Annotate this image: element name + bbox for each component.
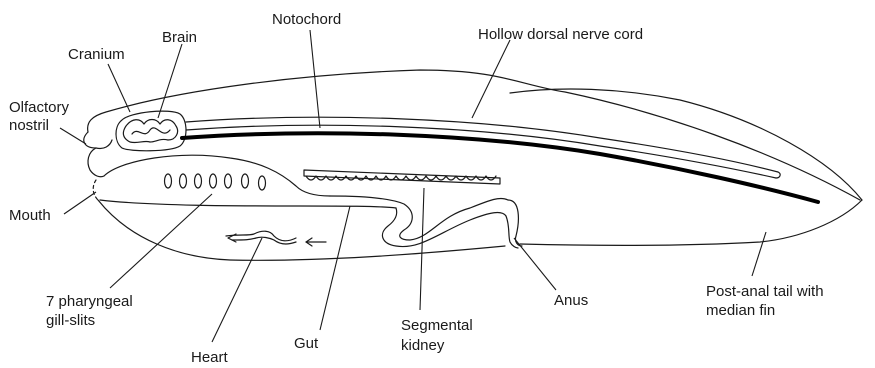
- pharynx-dorsal: [104, 155, 330, 196]
- gill-slit: [180, 174, 187, 188]
- label-gill-slits-line2: gill-slits: [46, 312, 95, 329]
- cranium-outline: [116, 111, 186, 151]
- label-tail-line2: median fin: [706, 302, 775, 319]
- ventral-outline: [98, 200, 505, 260]
- brain-wave: [132, 128, 170, 134]
- gill-slits: [165, 174, 266, 190]
- label-mouth: Mouth: [9, 207, 51, 224]
- leader-anus: [514, 238, 556, 290]
- leader-brain: [158, 44, 182, 118]
- heart: [226, 231, 326, 246]
- leader-tail: [752, 232, 766, 276]
- kidney-top: [304, 170, 500, 184]
- gill-slit: [210, 174, 217, 188]
- nostril-notch: [96, 140, 112, 149]
- mouth-opening: [93, 180, 98, 200]
- label-cranium: Cranium: [68, 46, 125, 63]
- labels: Notochord Hollow dorsal nerve cord Brain…: [9, 11, 824, 366]
- leader-nerve-cord: [472, 40, 510, 118]
- leader-kidney: [420, 188, 424, 310]
- label-nostril: nostril: [9, 117, 49, 134]
- pharynx-ventral: [100, 200, 396, 208]
- leader-gut: [320, 206, 350, 330]
- leader-olfactory: [60, 128, 86, 144]
- label-brain: Brain: [162, 29, 197, 46]
- label-notochord: Notochord: [272, 11, 341, 28]
- gut: [330, 196, 522, 248]
- label-anus: Anus: [554, 292, 588, 309]
- leader-cranium: [108, 64, 130, 112]
- leader-heart: [212, 238, 262, 342]
- label-hollow-dorsal-nerve-cord: Hollow dorsal nerve cord: [478, 26, 643, 43]
- gill-slit: [259, 176, 266, 190]
- label-gill-slits-line1: 7 pharyngeal: [46, 293, 133, 310]
- gill-slit: [242, 174, 249, 188]
- ventral-fin: [520, 200, 862, 245]
- cranium: [116, 111, 186, 151]
- body-outline: [84, 70, 862, 260]
- notochord: [182, 133, 818, 202]
- label-heart: Heart: [191, 349, 229, 366]
- label-gut: Gut: [294, 335, 319, 352]
- gut-lower: [382, 208, 506, 247]
- gill-slit: [225, 174, 232, 188]
- label-tail-line1: Post-anal tail with: [706, 283, 824, 300]
- nerve-cord-tip: [776, 172, 780, 178]
- segmental-kidney: [304, 170, 500, 184]
- leader-mouth: [64, 192, 96, 214]
- leader-gill-slits: [110, 194, 212, 288]
- label-kidney-line1: Segmental: [401, 317, 473, 334]
- gut-upper: [330, 196, 508, 240]
- leader-notochord: [310, 30, 320, 128]
- label-olfactory: Olfactory: [9, 99, 70, 116]
- brain: [123, 120, 177, 143]
- gill-slit: [195, 174, 202, 188]
- dorsal-fin: [510, 89, 862, 200]
- gill-slit: [165, 174, 172, 188]
- label-kidney-line2: kidney: [401, 337, 445, 354]
- snout-outline: [84, 132, 104, 177]
